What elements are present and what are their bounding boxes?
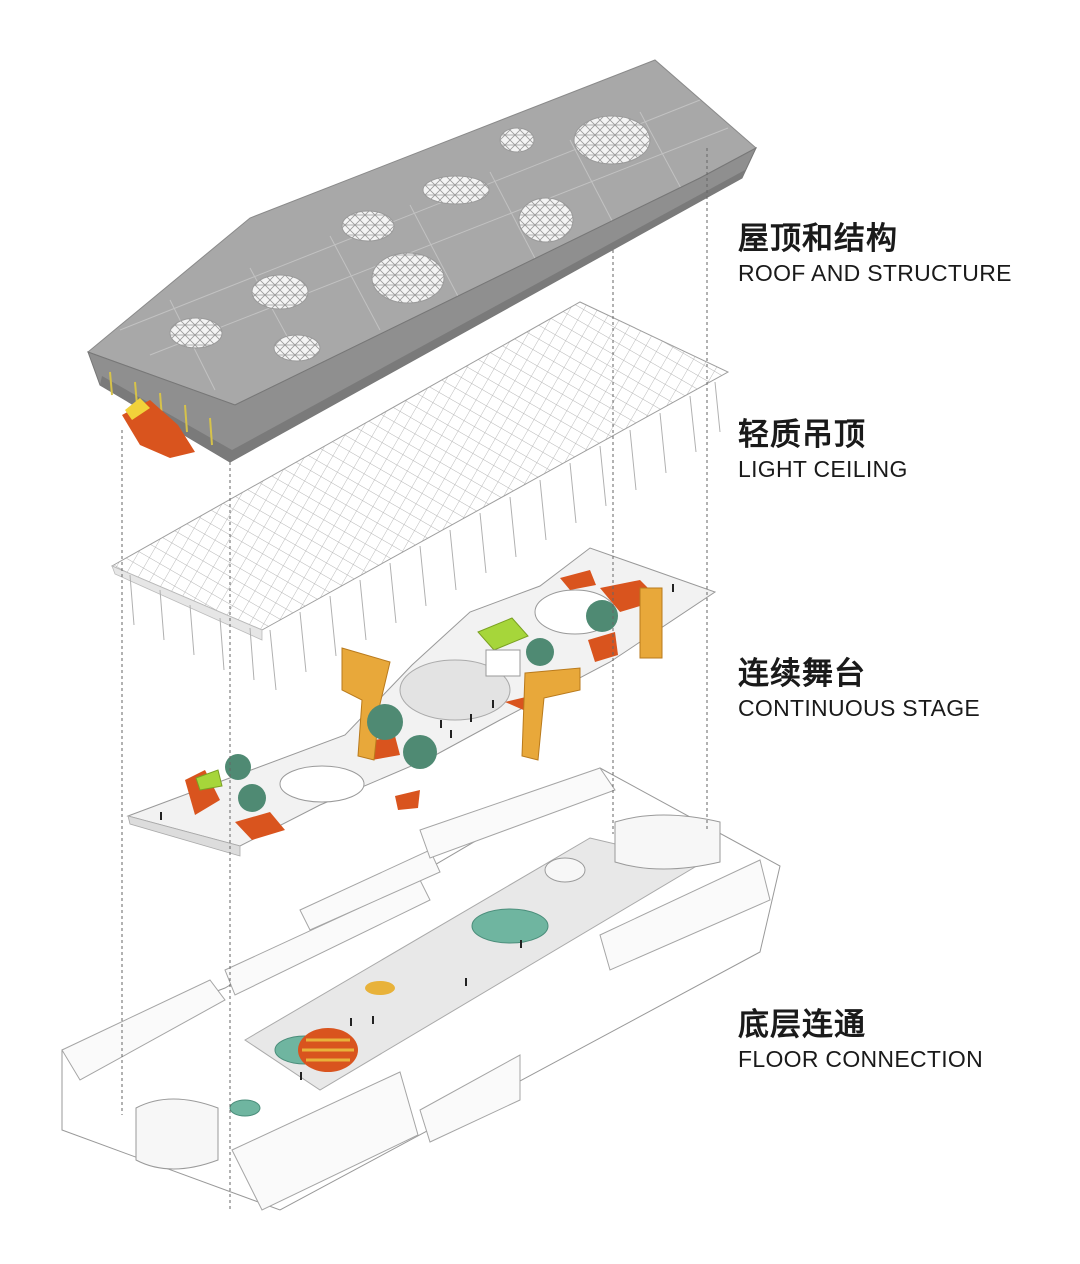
floor-connection-layer [61, 767, 781, 1211]
label-roof-and-structure: 屋顶和结构 ROOF AND STRUCTURE [738, 220, 1012, 288]
layer-title-cn: 屋顶和结构 [738, 221, 898, 257]
label-floor-connection: 底层连通 FLOOR CONNECTION [738, 1006, 983, 1074]
tree-icon [225, 600, 618, 812]
light-ceiling-layer [110, 301, 730, 691]
alignment-dashed-lines [121, 148, 708, 1212]
label-light-ceiling: 轻质吊顶 LIGHT CEILING [738, 416, 908, 484]
layer-title-en: FLOOR CONNECTION [738, 1046, 984, 1072]
layer-title-en: LIGHT CEILING [738, 456, 908, 482]
continuous-stage-layer [126, 547, 717, 857]
label-continuous-stage: 连续舞台 CONTINUOUS STAGE [738, 655, 980, 723]
layer-title-en: ROOF AND STRUCTURE [738, 260, 1012, 286]
layer-title-en: CONTINUOUS STAGE [738, 695, 981, 721]
layer-title-cn: 轻质吊顶 [738, 417, 866, 453]
layer-title-cn: 连续舞台 [738, 656, 866, 692]
roof-layer [87, 59, 758, 463]
layer-title-cn: 底层连通 [738, 1007, 866, 1043]
